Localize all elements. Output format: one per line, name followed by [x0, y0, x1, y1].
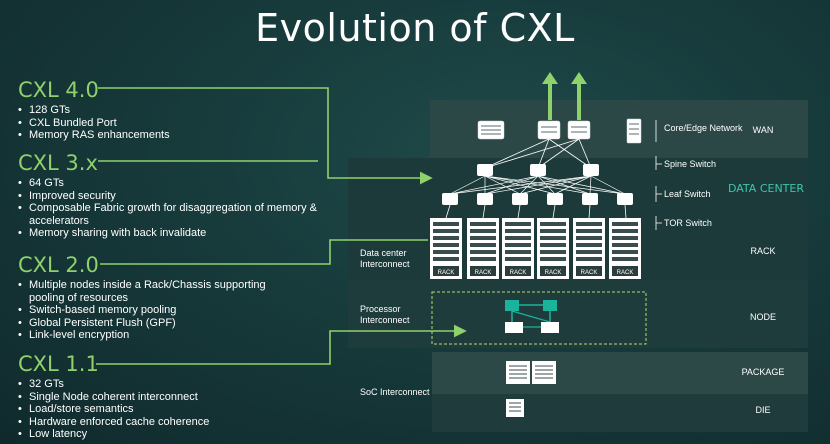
feature-item: 64 GTs [18, 177, 318, 190]
feature-item: Low latency [18, 428, 209, 441]
leaf-switch-icon [617, 193, 633, 205]
server-rack-icon: RACK [537, 218, 569, 279]
leaf-links [449, 175, 626, 195]
leaf-bracket [655, 186, 662, 202]
spine-links [484, 138, 592, 169]
server-rack-icon: RACK [467, 218, 499, 279]
spine-switch-label: Spine Switch [664, 159, 717, 169]
feature-list: 32 GTs Single Node coherent interconnect… [18, 378, 209, 441]
feature-list: 64 GTs Improved security Composable Fabr… [18, 177, 318, 240]
feature-item: Memory RAS enhancements [18, 129, 170, 142]
feature-item: Link-level encryption [18, 329, 268, 342]
spine-bracket [655, 156, 662, 170]
tor-switch-label: TOR Switch [664, 218, 712, 228]
version-heading: CXL 1.1 [18, 352, 99, 376]
die-chip-icon [506, 399, 524, 417]
version-heading: CXL 2.0 [18, 253, 99, 277]
package-band [432, 352, 808, 394]
feature-item: 128 GTs [18, 104, 170, 117]
version-block-cxl-4: CXL 4.0 128 GTs CXL Bundled Port Memory … [18, 78, 170, 142]
level-data-center: DATA CENTER [727, 182, 804, 195]
rack-label: RACK [617, 270, 634, 276]
feature-item: 32 GTs [18, 378, 209, 391]
server-rack-icon: RACK [609, 218, 641, 279]
feature-item: Global Persistent Flush (GPF) [18, 317, 268, 330]
feature-list: 128 GTs CXL Bundled Port Memory RAS enha… [18, 104, 170, 142]
processor-icon [505, 300, 519, 311]
version-block-cxl-1: CXL 1.1 32 GTs Single Node coherent inte… [18, 352, 209, 441]
server-rack-icon: RACK [430, 218, 462, 279]
processor-interconnect-label: Processor Interconnect [360, 304, 410, 325]
spine-switch-icon [477, 164, 493, 176]
feature-item: Improved security [18, 190, 318, 203]
leaf-switch-label: Leaf Switch [664, 189, 711, 199]
processor-icon [543, 300, 557, 311]
node-outline [431, 291, 647, 345]
leaf-switch-icon [442, 193, 458, 205]
feature-item: Load/store semantics [18, 403, 209, 416]
rack-label: RACK [545, 270, 562, 276]
core-switch-icon [537, 120, 561, 140]
feature-item: CXL Bundled Port [18, 117, 170, 130]
spine-switch-icon [583, 164, 599, 176]
version-block-cxl-3: CXL 3.x 64 GTs Improved security Composa… [18, 151, 318, 240]
spine-switch-icon [530, 164, 546, 176]
leaf-switch-icon [477, 193, 493, 205]
level-rack: RACK [750, 246, 776, 256]
feature-list: Multiple nodes inside a Rack/Chassis sup… [18, 279, 268, 342]
level-die: DIE [755, 405, 771, 415]
level-wan: WAN [752, 125, 774, 135]
feature-item: Switch-based memory pooling [18, 304, 268, 317]
tor-bracket [655, 216, 662, 230]
package-chip-icon [532, 361, 556, 384]
uplink-arrow-head [571, 72, 587, 84]
server-rack-icon: RACK [573, 218, 605, 279]
level-node: NODE [749, 312, 776, 322]
uplink-arrow-head [542, 72, 558, 84]
cxl20-connector [100, 239, 428, 265]
version-heading: CXL 4.0 [18, 78, 99, 102]
core-edge-server-icon [626, 118, 642, 144]
feature-item: Composable Fabric growth for disaggregat… [18, 202, 318, 227]
memory-module-icon [505, 322, 523, 333]
rack-label: RACK [581, 270, 598, 276]
feature-item: Hardware enforced cache coherence [18, 416, 209, 429]
feature-item: Multiple nodes inside a Rack/Chassis sup… [18, 279, 268, 304]
core-edge-label: Core/Edge Network [664, 123, 743, 133]
rack-label: RACK [438, 270, 455, 276]
rack-label: RACK [510, 270, 527, 276]
server-rack-icon: RACK [502, 218, 534, 279]
rack-label: RACK [475, 270, 492, 276]
version-block-cxl-2: CXL 2.0 Multiple nodes inside a Rack/Cha… [18, 253, 268, 342]
cxl11-connector [96, 324, 467, 365]
soc-interconnect-label: SoC Interconnect [360, 387, 430, 397]
memory-module-icon [541, 322, 559, 333]
version-heading: CXL 3.x [18, 151, 98, 175]
leaf-switch-icon [547, 193, 563, 205]
leaf-switch-icon [582, 193, 598, 205]
node-band [348, 280, 808, 348]
package-chip-icon [506, 361, 530, 384]
feature-item: Single Node coherent interconnect [18, 391, 209, 404]
data-center-interconnect-label: Data center Interconnect [360, 248, 410, 269]
cxl40-connector [98, 87, 433, 185]
core-switch-icon [567, 120, 591, 140]
level-package: PACKAGE [741, 367, 785, 377]
page-title: Evolution of CXL [255, 6, 575, 50]
die-band [432, 394, 808, 432]
leaf-switch-icon [512, 193, 528, 205]
feature-item: Memory sharing with back invalidate [18, 227, 318, 240]
